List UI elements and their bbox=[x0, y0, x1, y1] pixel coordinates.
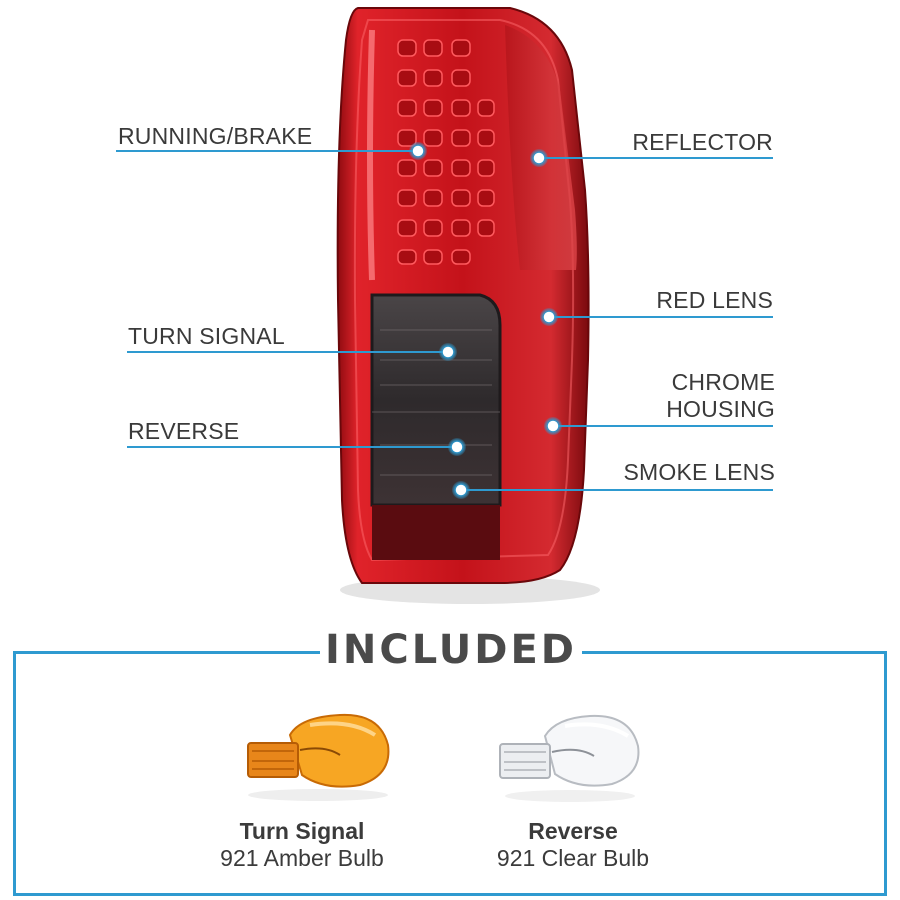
included-box-top-left bbox=[13, 651, 320, 654]
leader-lines bbox=[116, 150, 773, 491]
callout-chrome-housing-line2: HOUSING bbox=[666, 396, 775, 422]
hotspot-smoke-lens bbox=[452, 481, 470, 499]
hotspot-dots bbox=[409, 142, 562, 499]
included-box bbox=[13, 651, 887, 896]
included-title: INCLUDED bbox=[325, 627, 577, 673]
callout-running-brake: RUNNING/BRAKE bbox=[118, 123, 313, 149]
inner-lens-outline bbox=[353, 19, 575, 562]
light-bar bbox=[367, 29, 375, 281]
tail-light-illustration bbox=[116, 7, 773, 604]
hotspot-turn-signal bbox=[439, 343, 457, 361]
hotspot-red-lens bbox=[540, 308, 558, 326]
led-array bbox=[397, 39, 495, 265]
clear-bulb-image bbox=[499, 714, 640, 802]
reflector-zone bbox=[505, 25, 577, 270]
callout-smoke-lens: SMOKE LENS bbox=[623, 459, 775, 485]
callout-chrome-housing-line1: CHROME bbox=[671, 369, 775, 395]
bulb-name-turn-signal: Turn Signal bbox=[239, 818, 365, 844]
smoke-lens-window bbox=[370, 293, 502, 507]
bulb-name-reverse: Reverse bbox=[528, 818, 618, 844]
callout-reflector: REFLECTOR bbox=[632, 129, 773, 155]
amber-bulb-image bbox=[247, 713, 390, 801]
smoke-lens-texture bbox=[372, 329, 500, 476]
callout-red-lens: RED LENS bbox=[656, 287, 773, 313]
hotspot-running-brake bbox=[409, 142, 427, 160]
bulb-desc-turn-signal: 921 Amber Bulb bbox=[220, 845, 384, 871]
hotspot-reflector bbox=[530, 149, 548, 167]
included-box-top-right bbox=[582, 651, 887, 654]
callout-turn-signal: TURN SIGNAL bbox=[128, 323, 285, 349]
bulb-desc-reverse: 921 Clear Bulb bbox=[496, 845, 650, 871]
hotspot-reverse bbox=[448, 438, 466, 456]
callout-reverse: REVERSE bbox=[128, 418, 240, 444]
lower-red-section bbox=[372, 505, 500, 560]
hotspot-chrome-housing bbox=[544, 417, 562, 435]
